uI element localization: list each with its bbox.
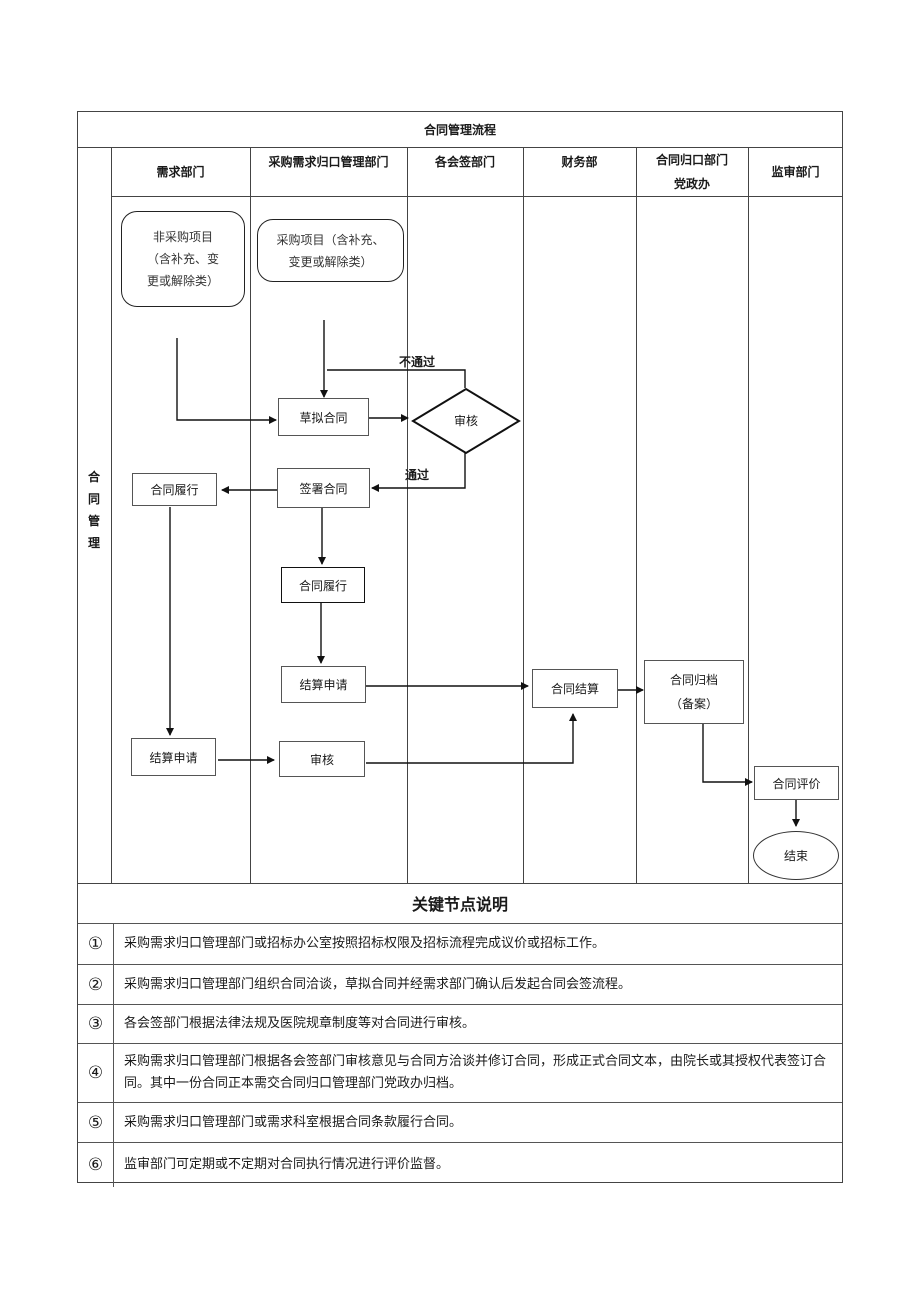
node-purchase-settle: 结算申请 xyxy=(281,666,366,703)
lane-divider xyxy=(523,147,524,884)
key-node-text: 监审部门可定期或不定期对合同执行情况进行评价监督。 xyxy=(124,1157,450,1172)
lane-header-text: 需求部门 xyxy=(156,164,205,179)
flowchart-frame xyxy=(77,111,843,884)
lane-header-finance: 财务部 xyxy=(523,147,636,177)
lane-divider xyxy=(407,147,408,884)
title-divider xyxy=(77,147,843,148)
lane-header-text: 各会签部门 xyxy=(434,155,495,169)
review-decision-diamond xyxy=(411,387,521,455)
key-node-text: 采购需求归口管理部门根据各会签部门审核意见与合同方洽谈并修订合同，形成正式合同文… xyxy=(124,1054,827,1091)
arrow-review-to-finance xyxy=(366,713,577,764)
edge-label-pass: 通过 xyxy=(405,468,430,482)
lane-header-demand: 需求部门 xyxy=(111,147,250,196)
node-text: （含补充、变 xyxy=(146,252,219,266)
side-label-char: 合 xyxy=(87,470,100,484)
lane-header-text: 合同归口部门 xyxy=(655,152,728,167)
key-node-number: ⑥ xyxy=(78,1143,114,1187)
lane-header-countersign: 各会签部门 xyxy=(407,147,523,177)
lane-header-text: 财务部 xyxy=(561,155,598,169)
key-node-row: ③ 各会签部门根据法律法规及医院规章制度等对合同进行审核。 xyxy=(78,1005,842,1044)
key-node-number: ① xyxy=(78,924,114,964)
node-text: 非采购项目 xyxy=(152,230,213,244)
lane-header-contract-office: 合同归口部门 党政办 xyxy=(636,147,748,196)
key-nodes-table: 关键节点说明 ① 采购需求归口管理部门或招标办公室按照招标权限及招标流程完成议价… xyxy=(77,883,843,1187)
key-node-number: ⑤ xyxy=(78,1103,114,1142)
lane-header-text: 监审部门 xyxy=(771,164,820,179)
key-node-row: ① 采购需求归口管理部门或招标办公室按照招标权限及招标流程完成议价或招标工作。 xyxy=(78,924,842,965)
node-text: 更或解除类） xyxy=(146,274,219,288)
key-node-row: ② 采购需求归口管理部门组织合同洽谈，草拟合同并经需求部门确认后发起合同会签流程… xyxy=(78,965,842,1005)
node-review-decision-label: 审核 xyxy=(453,414,478,428)
side-label-char: 管 xyxy=(87,514,100,528)
side-label-char: 理 xyxy=(87,536,100,550)
node-purchase-review: 审核 xyxy=(279,741,365,777)
lane-header-text: 采购需求归口管理部门 xyxy=(268,155,389,169)
node-sign-contract: 签署合同 xyxy=(277,468,370,508)
node-draft-contract: 草拟合同 xyxy=(278,398,369,436)
lane-header-text: 党政办 xyxy=(673,176,710,191)
key-nodes-title: 关键节点说明 xyxy=(78,883,842,924)
node-text: 变更或解除类） xyxy=(288,254,373,269)
node-finance-settle: 合同结算 xyxy=(532,669,618,708)
node-nonpurchase-project: 非采购项目 （含补充、变 更或解除类） xyxy=(121,211,245,307)
node-demand-perform: 合同履行 xyxy=(132,473,217,506)
key-node-row: ⑤ 采购需求归口管理部门或需求科室根据合同条款履行合同。 xyxy=(78,1103,842,1143)
key-node-number: ③ xyxy=(78,1005,114,1043)
node-end: 结束 xyxy=(753,831,839,880)
key-node-number: ② xyxy=(78,965,114,1004)
key-node-text: 采购需求归口管理部门或需求科室根据合同条款履行合同。 xyxy=(124,1114,463,1130)
node-purchase-project: 采购项目（含补充、 变更或解除类） xyxy=(257,219,404,282)
node-text: 采购项目（含补充、 xyxy=(276,232,385,247)
arrow-review-pass-to-sign xyxy=(371,452,466,492)
lane-header-purchase: 采购需求归口管理部门 xyxy=(250,147,407,177)
key-node-row: ④ 采购需求归口管理部门根据各会签部门审核意见与合同方洽谈并修订合同，形成正式合… xyxy=(78,1044,842,1103)
node-text: 合同归档 xyxy=(669,673,718,687)
lane-divider xyxy=(748,147,749,884)
side-divider xyxy=(111,147,112,884)
key-node-row: ⑥ 监审部门可定期或不定期对合同执行情况进行评价监督。 xyxy=(78,1143,842,1187)
node-evaluate: 合同评价 xyxy=(754,766,839,800)
key-node-text: 采购需求归口管理部门组织合同洽谈，草拟合同并经需求部门确认后发起合同会签流程。 xyxy=(124,976,632,992)
lane-header-audit: 监审部门 xyxy=(748,147,843,196)
node-archive: 合同归档 （备案） xyxy=(644,660,744,724)
node-demand-settle: 结算申请 xyxy=(131,738,216,776)
arrow-nonpurchase-to-draft xyxy=(176,338,277,424)
key-node-number: ④ xyxy=(78,1044,114,1102)
flowchart-title: 合同管理流程 xyxy=(423,122,496,137)
lane-divider xyxy=(250,147,251,884)
side-label: 合 同 管 理 xyxy=(77,466,111,554)
side-label-char: 同 xyxy=(87,492,100,506)
node-purchase-perform: 合同履行 xyxy=(281,567,365,603)
key-node-text: 采购需求归口管理部门或招标办公室按照招标权限及招标流程完成议价或招标工作。 xyxy=(124,936,606,951)
header-divider xyxy=(111,196,843,197)
arrow-review-fail-back xyxy=(327,369,466,388)
key-node-text: 各会签部门根据法律法规及医院规章制度等对合同进行审核。 xyxy=(124,1016,476,1031)
edge-label-fail: 不通过 xyxy=(399,355,436,369)
lane-divider xyxy=(636,147,637,884)
node-text: （备案） xyxy=(669,697,718,711)
arrow-archive-to-evaluate xyxy=(702,724,753,786)
